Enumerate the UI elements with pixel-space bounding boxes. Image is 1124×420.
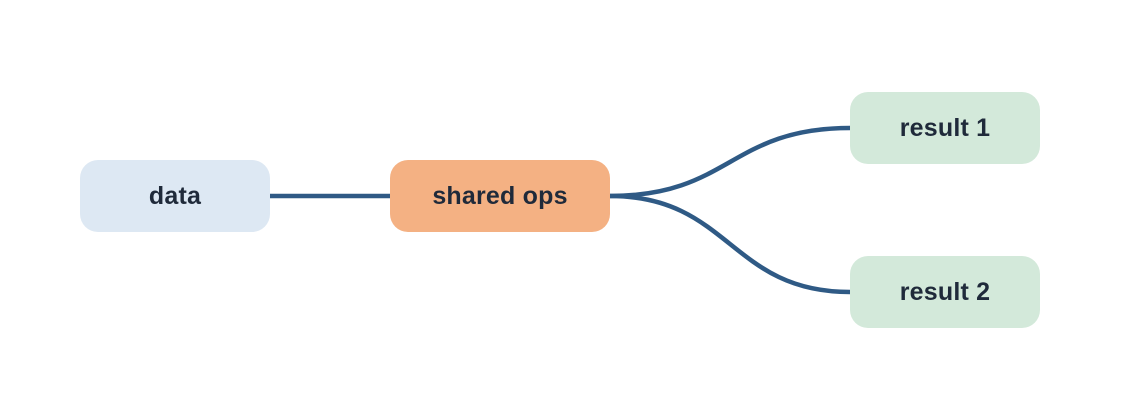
node-shared-ops-label: shared ops	[432, 181, 568, 210]
node-result-1-label: result 1	[899, 113, 991, 142]
node-data[interactable]: data	[80, 160, 270, 232]
node-shared-ops[interactable]: shared ops	[390, 160, 610, 232]
node-result-2-label: result 2	[899, 277, 991, 306]
node-data-label: data	[148, 181, 202, 210]
node-result-2[interactable]: result 2	[850, 256, 1040, 328]
edge-shared-ops-to-result-2	[607, 193, 853, 295]
node-result-1[interactable]: result 1	[850, 92, 1040, 164]
edge-shared-ops-to-result-1	[607, 125, 853, 199]
